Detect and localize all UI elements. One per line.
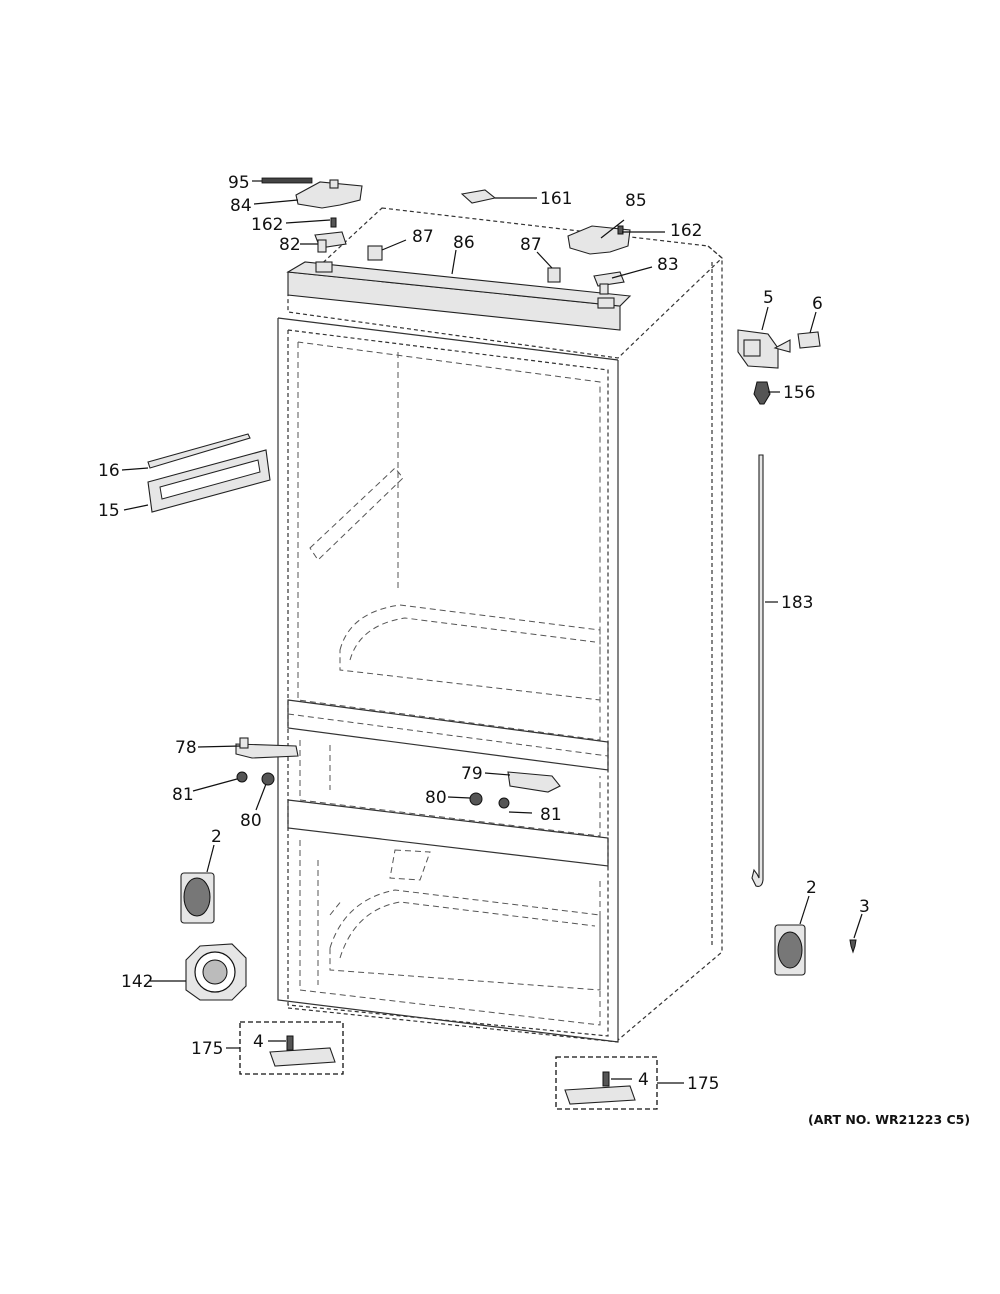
callout-15: 15 [98, 501, 120, 521]
part-16-strip [147, 433, 251, 469]
callout-85: 85 [625, 191, 647, 211]
part-84-hinge-cover [295, 181, 363, 209]
part-95-cable [261, 177, 313, 184]
part-161-bracket [460, 189, 497, 204]
callout-95: 95 [228, 173, 250, 193]
part-87-clip-left [367, 245, 383, 261]
part-87-clip-right [547, 267, 561, 283]
callout-2: 2 [211, 827, 222, 847]
callout-78: 78 [175, 738, 197, 758]
callout-87: 87 [412, 227, 434, 247]
callout-labels: 95 84 162 82 87 86 161 87 85 162 83 5 6 … [98, 173, 870, 1094]
callout-79: 79 [461, 764, 483, 784]
callout-4: 4 [253, 1032, 264, 1052]
callout-83: 83 [657, 255, 679, 275]
callout-6: 6 [812, 294, 823, 314]
top-parts [261, 177, 632, 331]
callout-175: 175 [687, 1074, 719, 1094]
callout-82: 82 [279, 235, 301, 255]
callout-2: 2 [806, 878, 817, 898]
callout-81: 81 [540, 805, 562, 825]
cabinet-case [277, 207, 723, 1043]
callout-156: 156 [783, 383, 815, 403]
callout-81: 81 [172, 785, 194, 805]
callout-80: 80 [240, 811, 262, 831]
part-175-box-right [555, 1056, 658, 1110]
callout-162: 162 [670, 221, 702, 241]
part-85-hinge-cover [567, 225, 631, 255]
right-parts [737, 329, 857, 976]
part-183-rod [751, 454, 764, 887]
part-78-hinge [235, 743, 299, 759]
part-3-screw [849, 939, 857, 954]
callout-80: 80 [425, 788, 447, 808]
part-79-hinge [507, 771, 561, 793]
callout-175: 175 [191, 1039, 223, 1059]
part-83-hinge [593, 271, 625, 287]
left-parts [147, 433, 299, 1001]
callout-142: 142 [121, 972, 153, 992]
callout-87: 87 [520, 235, 542, 255]
leader-lines [121, 180, 863, 1084]
part-6-clip [797, 331, 821, 349]
callout-162: 162 [251, 215, 283, 235]
callout-84: 84 [230, 196, 252, 216]
callout-16: 16 [98, 461, 120, 481]
callout-4: 4 [638, 1070, 649, 1090]
part-162-screw-right [617, 225, 624, 235]
part-80-screw-mid [469, 792, 483, 806]
part-81-screw-mid [498, 797, 510, 809]
mid-parts [469, 771, 561, 809]
callout-5: 5 [763, 288, 774, 308]
callout-3: 3 [859, 897, 870, 917]
callout-183: 183 [781, 593, 813, 613]
part-156-valve [753, 381, 771, 405]
part-80-screw-left [261, 772, 275, 786]
art-number: (ART NO. WR21223 C5) [808, 1112, 970, 1127]
callout-161: 161 [540, 189, 572, 209]
part-162-screw-left [330, 217, 337, 228]
callout-86: 86 [453, 233, 475, 253]
part-81-screw-left [236, 771, 248, 783]
